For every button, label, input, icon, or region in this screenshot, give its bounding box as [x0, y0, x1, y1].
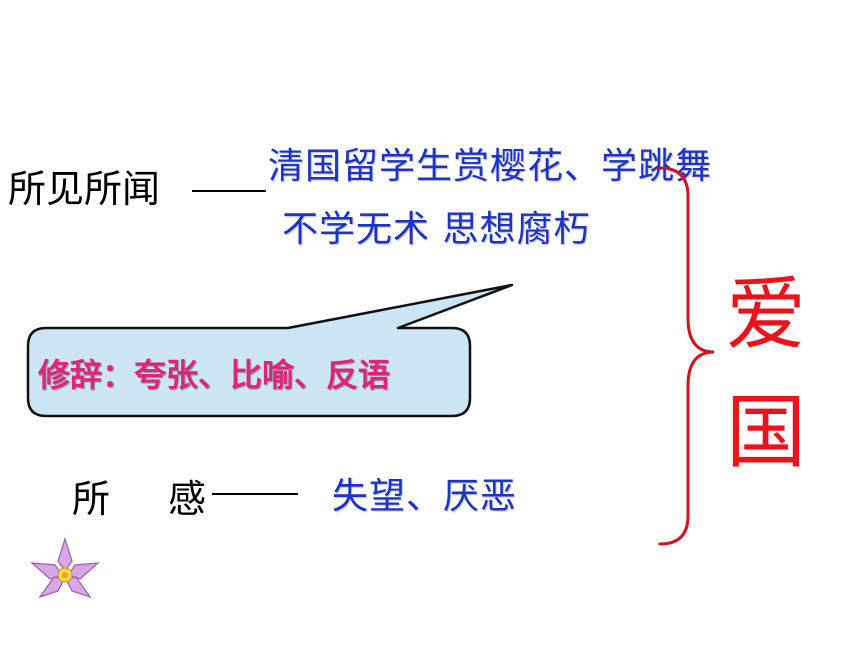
felt-label-part2: 感 — [168, 477, 207, 521]
lotus-flower-icon[interactable] — [28, 537, 102, 601]
felt-label-part1: 所 — [72, 477, 111, 521]
theme-character-country: 国 — [726, 386, 806, 479]
theme-character-love: 爱 — [726, 268, 806, 361]
felt-description: 失望、厌恶 — [332, 476, 518, 517]
seen-description-line2: 不学无术 思想腐朽 — [282, 209, 591, 250]
seen-description-line1: 清国留学生赏樱花、学跳舞 — [268, 146, 713, 187]
seen-heard-label: 所见所闻 — [8, 167, 161, 211]
seen-dash-line — [192, 190, 266, 192]
rhetoric-callout-text: 修辞：夸张、比喻、反语 — [38, 356, 391, 394]
felt-dash-line — [212, 493, 298, 495]
